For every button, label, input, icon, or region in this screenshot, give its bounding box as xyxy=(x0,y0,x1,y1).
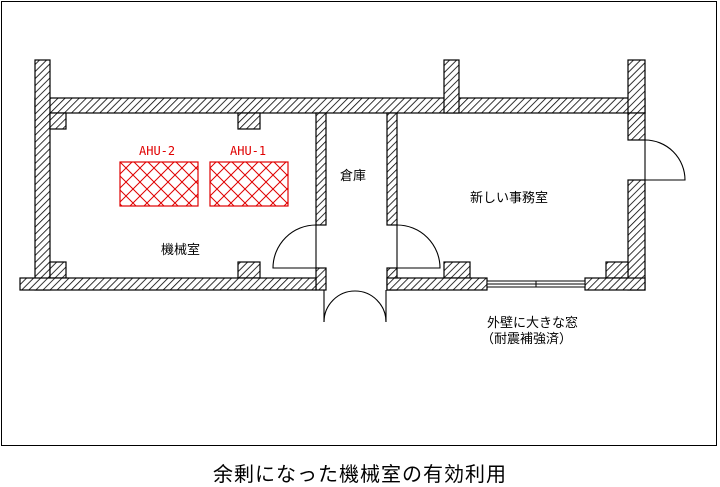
floor-plan xyxy=(19,59,686,323)
diagram-caption: 余剰になった機械室の有効利用 xyxy=(213,462,507,486)
window-note-line-2: （耐震補強済） xyxy=(481,332,573,347)
walls xyxy=(19,59,646,291)
diagram-frame xyxy=(1,1,717,446)
ahu-units xyxy=(119,161,289,207)
ahu-1-label: AHU-1 xyxy=(230,144,267,158)
doors xyxy=(272,139,686,323)
ahu-2-unit xyxy=(119,161,199,207)
new-office-label: 新しい事務室 xyxy=(470,191,549,206)
storage-label: 倉庫 xyxy=(340,169,367,184)
large-window xyxy=(486,280,586,288)
ahu-2-label: AHU-2 xyxy=(139,144,176,158)
window-note-line-1: 外壁に大きな窓 xyxy=(487,316,579,331)
ahu-1-unit xyxy=(209,161,289,207)
machine-room-label: 機械室 xyxy=(161,243,201,258)
